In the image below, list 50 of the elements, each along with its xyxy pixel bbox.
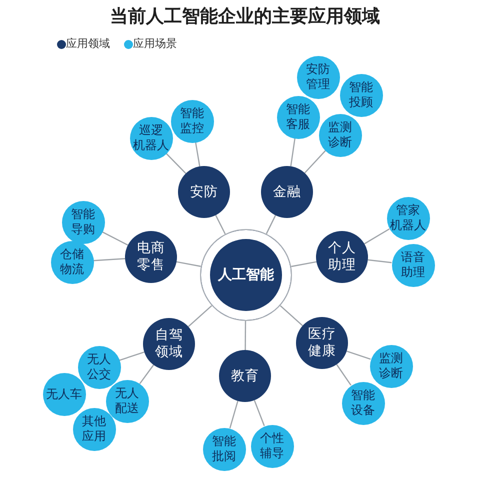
domain-circle: 金融: [261, 166, 313, 218]
connector-line: [176, 261, 201, 267]
connector-line: [254, 400, 265, 426]
scenario-circle: 无人车: [42, 372, 86, 416]
connector-line: [229, 400, 238, 428]
domain-circle: 个人助理: [316, 231, 368, 283]
scenario-circle: 智能监控: [170, 100, 214, 142]
connector-line: [195, 142, 200, 166]
domain-circle: 自驾领域: [143, 318, 195, 370]
title: 当前人工智能企业的主要应用领域: [110, 5, 380, 29]
connector-line: [291, 261, 316, 268]
domain-circle: 电商零售: [125, 231, 177, 283]
connector-line: [102, 231, 128, 246]
scenario-circle: 安防管理: [296, 56, 340, 98]
connector-line: [93, 258, 126, 262]
legend-label: 应用场景: [133, 37, 177, 51]
legend-label: 应用领域: [66, 37, 110, 51]
connector-line: [244, 321, 246, 350]
connector-line: [280, 305, 303, 326]
hub-circle: 人工智能: [200, 229, 292, 321]
connector-line: [215, 214, 226, 234]
scenario-circle: 个性辅导: [250, 424, 294, 468]
connector-line: [290, 138, 296, 166]
scenario-circle: 智能设备: [342, 382, 384, 424]
scenario-circle: 无人配送: [106, 380, 148, 422]
connector-line: [346, 350, 371, 360]
domain-circle: 教育: [219, 350, 271, 402]
connector-line: [266, 215, 276, 234]
scenario-circle: 监测诊断: [370, 344, 412, 388]
scenario-circle: 管家机器人: [386, 196, 430, 240]
scenario-circle: 智能客服: [276, 96, 320, 138]
scenario-circle: 智能投顾: [340, 74, 382, 116]
connector-line: [304, 150, 326, 174]
connector-line: [368, 259, 392, 264]
connector-line: [119, 352, 144, 361]
domain-circle: 安防: [178, 166, 230, 218]
connector-line: [139, 364, 154, 384]
scenario-circle: 仓储物流: [50, 240, 94, 284]
domain-circle: 医疗健康: [296, 317, 348, 369]
scenario-circle: 语音助理: [392, 244, 434, 286]
scenario-circle: 智能批阅: [202, 428, 246, 470]
scenario-circle: 监测诊断: [318, 114, 362, 156]
scenario-circle: 其他应用: [72, 408, 116, 450]
scenario-circle: 无人公交: [78, 346, 120, 388]
connector-line: [364, 228, 390, 244]
scenario-circle: 巡逻机器人: [130, 116, 172, 160]
connector-line: [166, 152, 186, 174]
scenario-circle: 智能导购: [62, 200, 104, 244]
connector-line: [188, 305, 212, 328]
connector-line: [336, 364, 352, 386]
